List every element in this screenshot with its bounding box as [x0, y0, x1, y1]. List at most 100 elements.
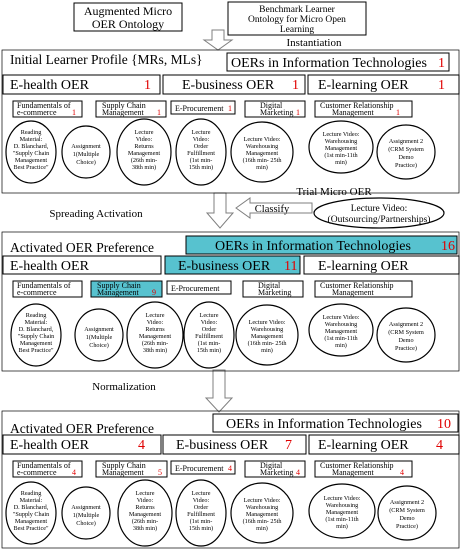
benchmark-line-1: Benchmark Learner	[259, 5, 336, 15]
svg-text:Management: Management	[332, 468, 375, 477]
svg-text:Assignment: Assignment	[71, 504, 101, 511]
svg-text:Material:: Material:	[20, 136, 43, 143]
svg-text:Assignment 2: Assignment 2	[389, 321, 423, 328]
svg-text:4: 4	[228, 464, 232, 473]
benchmark-line-3: Learning	[280, 25, 315, 35]
panel-3-leaves: Reading Material: D. Blanchard, "Supply …	[5, 479, 437, 547]
svg-text:D. Blanchard,: D. Blanchard,	[19, 326, 54, 333]
svg-text:Fulfillment: Fulfillment	[195, 333, 223, 340]
svg-text:Lecture: Lecture	[200, 312, 219, 319]
panel-2-ebusiness-oer: E-business OER 11	[164, 255, 301, 275]
svg-text:Management: Management	[251, 333, 284, 340]
instantiation-label: Instantiation	[287, 37, 342, 49]
svg-text:Management: Management	[15, 518, 48, 525]
svg-text:Lecture: Lecture	[135, 129, 154, 136]
panel-1-header-score: 1	[438, 56, 445, 71]
panel-2-leaf-warehousing-1-11: Lecture Video: Warehousing Management (1…	[308, 303, 374, 357]
panel-2-header-score: 16	[441, 239, 455, 254]
svg-text:1(Multiple: 1(Multiple	[73, 151, 100, 158]
panel-1-cat-fundamentals: Fundamentals of e-commerce 1	[12, 100, 83, 118]
svg-text:e-commerce: e-commerce	[17, 288, 57, 297]
svg-text:Practice): Practice)	[395, 162, 417, 169]
svg-text:15th min): 15th min)	[189, 164, 213, 171]
svg-text:Marketing: Marketing	[260, 468, 293, 477]
svg-text:1: 1	[157, 108, 161, 117]
svg-text:Lecture Video:: Lecture Video:	[244, 497, 281, 504]
panel-1-leaf-returns-management: Lecture Video: Returns Management (26th …	[116, 118, 172, 186]
panel-3-leaf-order-fulfillment: Lecture Video: Order Fulfillment (1st mi…	[175, 479, 227, 547]
panel-3-leaf-warehousing-1-11: Lecture Video: Warehousing Management (1…	[308, 483, 376, 539]
panel-3-header-score: 10	[437, 417, 451, 432]
panel-3-ehealth-oer: E-health OER 4	[2, 434, 162, 455]
panel-1-cat-eprocurement: E-Procurement 1	[170, 100, 236, 115]
svg-text:Marketing: Marketing	[260, 108, 293, 117]
svg-text:Customer Relationship: Customer Relationship	[320, 281, 394, 290]
panel-1-leaf-warehousing-1-11: Lecture Video: Warehousing Management (1…	[308, 120, 374, 174]
svg-text:Reading: Reading	[21, 490, 42, 497]
svg-text:Digital: Digital	[260, 461, 283, 470]
svg-text:Choice): Choice)	[76, 159, 96, 166]
svg-text:Management: Management	[325, 328, 358, 335]
svg-text:11: 11	[284, 259, 297, 274]
svg-text:1: 1	[296, 108, 300, 117]
svg-text:Video:: Video:	[193, 136, 210, 143]
panel-1-ebusiness-oer: E-business OER 1	[162, 74, 306, 95]
svg-text:Video:: Video:	[201, 319, 218, 326]
svg-text:Demo: Demo	[398, 337, 413, 344]
svg-text:Marketing: Marketing	[258, 288, 291, 297]
svg-text:Management: Management	[246, 511, 279, 518]
ontology-line-1: Augmented Micro	[84, 4, 172, 18]
svg-text:"Supply Chain: "Supply Chain	[13, 150, 49, 157]
panel-1-leaf-assignment-1: Assignment 1(Multiple Choice)	[61, 125, 111, 179]
svg-text:Lecture Video:: Lecture Video:	[323, 314, 360, 321]
panel-2-cat-supply-chain: Supply Chain Management 9	[90, 280, 163, 298]
panel-3-leaf-assignment-2: Assignment 2 (CRM System Demo Practice)	[377, 485, 437, 541]
svg-text:Returns: Returns	[135, 504, 155, 511]
svg-text:Supply Chain: Supply Chain	[97, 281, 141, 290]
svg-text:1: 1	[396, 108, 400, 117]
panel-2-leaf-assignment-2: Assignment 2 (CRM System Demo Practice)	[376, 307, 436, 363]
svg-text:Management: Management	[15, 157, 48, 164]
svg-text:1(Multiple: 1(Multiple	[73, 512, 100, 519]
panel-2-leaf-warehousing-16-25: Lecture Video: Warehousing Management (1…	[235, 304, 299, 366]
panel-3-leaf-returns-management: Lecture Video: Returns Management (26th …	[117, 479, 173, 547]
svg-text:min): min)	[261, 347, 273, 354]
panel-1-leaf-reading-material: Reading Material: D. Blanchard, "Supply …	[5, 120, 57, 184]
svg-text:Practice): Practice)	[395, 345, 417, 352]
svg-text:Management: Management	[332, 108, 375, 117]
svg-text:1: 1	[144, 78, 151, 93]
spreading-activation-arrow	[205, 192, 235, 229]
trial-item-line-1: Lecture Video:	[351, 204, 408, 214]
svg-text:Video:: Video:	[193, 497, 210, 504]
panel-2-ehealth-oer: E-health OER	[2, 255, 162, 275]
normalization-label: Normalization	[92, 381, 156, 393]
panel-2-leaf-assignment-1: Assignment 1(Multiple Choice)	[74, 308, 124, 362]
panel-initial-learner-profile: Initial Learner Profile {MRs, MLs} OERs …	[1, 49, 460, 194]
panel-spreading-activation-result: Activated OER Preference OERs in Informa…	[1, 231, 460, 372]
svg-text:E-Procurement: E-Procurement	[175, 464, 224, 473]
svg-text:Management: Management	[128, 150, 161, 157]
svg-text:Video:: Video:	[147, 319, 164, 326]
svg-text:38th min): 38th min)	[133, 525, 157, 532]
instantiation-arrow	[202, 29, 234, 51]
classify-label: Classify	[255, 204, 290, 215]
svg-text:(26th min-: (26th min-	[142, 340, 168, 347]
svg-text:4: 4	[138, 438, 145, 453]
svg-text:Fulfillment: Fulfillment	[187, 150, 215, 157]
svg-text:Video:: Video:	[136, 136, 153, 143]
svg-text:Practice): Practice)	[396, 523, 418, 530]
svg-text:D. Blanchard,: D. Blanchard,	[14, 143, 49, 150]
svg-text:Assignment: Assignment	[84, 326, 114, 333]
svg-text:Warehousing: Warehousing	[326, 502, 359, 509]
svg-text:4: 4	[400, 468, 404, 477]
svg-text:(16th min- 25th: (16th min- 25th	[243, 157, 283, 164]
svg-text:Management: Management	[139, 333, 172, 340]
svg-text:Order: Order	[194, 143, 208, 150]
panel-1-leaf-assignment-2: Assignment 2 (CRM System Demo Practice)	[376, 124, 436, 180]
svg-text:Warehousing: Warehousing	[251, 326, 284, 333]
augmented-micro-oer-ontology-box: Augmented Micro OER Ontology	[73, 2, 183, 32]
svg-text:Digital: Digital	[260, 101, 283, 110]
svg-text:Lecture: Lecture	[192, 129, 211, 136]
svg-text:Assignment 2: Assignment 2	[389, 138, 423, 145]
